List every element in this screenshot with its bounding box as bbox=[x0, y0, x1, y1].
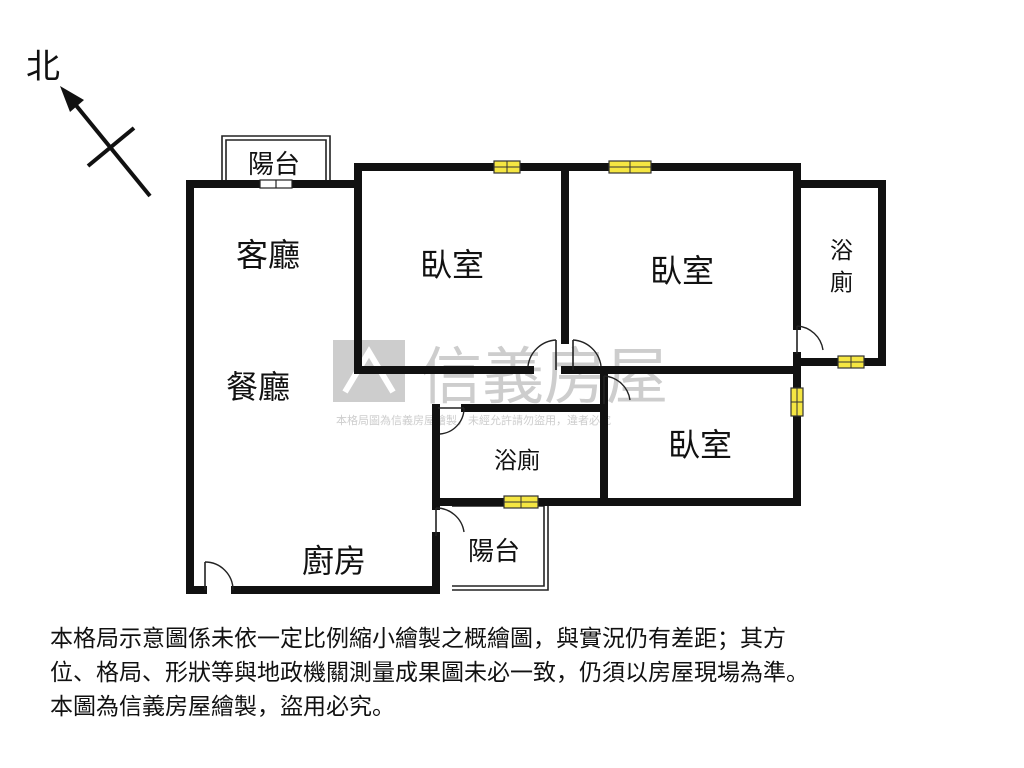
window-bedroom2 bbox=[608, 160, 652, 174]
window-bathroom1 bbox=[503, 495, 539, 509]
living-room-label: 客廳 bbox=[236, 236, 300, 274]
door-bathroom-east bbox=[796, 325, 824, 354]
door-bathroom1 bbox=[438, 407, 465, 435]
compass: 北 bbox=[26, 47, 152, 198]
disclaimer: 本格局示意圖係未依一定比例縮小繪製之概繪圖，與實況仍有差距；其方 位、格局、形狀… bbox=[50, 622, 1010, 724]
watermark-notice: 本格局圖為信義房屋繪製，未經允許請勿盜用，違者必究 bbox=[336, 413, 611, 427]
door-bedroom2 bbox=[572, 339, 602, 370]
window-bedroom1 bbox=[493, 160, 521, 174]
disclaimer-line-2: 位、格局、形狀等與地政機關測量成果圖未必一致，仍須以房屋現場為準。 bbox=[50, 660, 809, 686]
balcony-bottom-label: 陽台 bbox=[468, 537, 520, 567]
bedroom-3-label: 臥室 bbox=[668, 426, 732, 464]
window-bathroom-east bbox=[837, 355, 865, 369]
disclaimer-line-3: 本圖為信義房屋繪製，盜用必究。 bbox=[50, 694, 395, 720]
compass-cross bbox=[86, 126, 136, 168]
bedroom-2-label: 臥室 bbox=[650, 252, 714, 290]
bedroom-1-label: 臥室 bbox=[420, 246, 484, 284]
door-entry bbox=[204, 561, 234, 591]
balcony-top: 陽台 bbox=[221, 135, 331, 184]
kitchen-label: 廚房 bbox=[302, 542, 366, 580]
door-bedroom3 bbox=[603, 375, 631, 404]
bathroom-1-label: 浴廁 bbox=[494, 448, 540, 474]
watermark: 信義房屋 本格局圖為信義房屋繪製，未經允許請勿盜用，違者必究 bbox=[333, 340, 668, 427]
watermark-brand: 信義房屋 bbox=[420, 340, 668, 413]
doors bbox=[204, 325, 824, 591]
bathroom-2-label-line2: 廁 bbox=[830, 270, 853, 296]
north-arrowhead-icon bbox=[60, 86, 84, 112]
window-bedroom3 bbox=[790, 387, 804, 417]
door-bedroom1 bbox=[527, 339, 557, 370]
north-label: 北 bbox=[26, 47, 60, 87]
room-labels: 客廳 餐廳 臥室 臥室 臥室 浴廁 浴 廁 廚房 bbox=[226, 236, 853, 580]
floor-plan: 北 信義房屋 本格局圖為信義房屋繪製，未經允許請勿盜用，違者必究 陽台 陽台 bbox=[26, 47, 886, 594]
door-balcony-top bbox=[259, 179, 293, 189]
door-balcony-bottom bbox=[435, 507, 465, 536]
dining-room-label: 餐廳 bbox=[226, 368, 290, 406]
disclaimer-line-1: 本格局示意圖係未依一定比例縮小繪製之概繪圖，與實況仍有差距；其方 bbox=[50, 626, 786, 652]
bathroom-2-label-line1: 浴 bbox=[830, 238, 853, 264]
windows bbox=[493, 160, 865, 509]
balcony-bottom: 陽台 bbox=[452, 501, 549, 591]
balcony-top-label: 陽台 bbox=[248, 150, 300, 180]
